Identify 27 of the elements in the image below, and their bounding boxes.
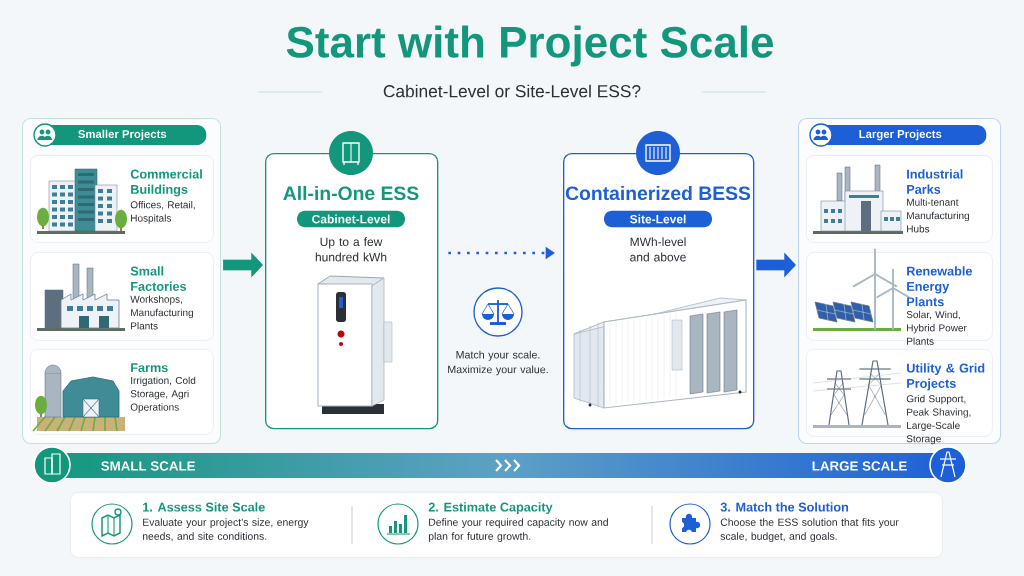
scale-label: LARGE SCALE xyxy=(812,461,907,471)
card-text: MWh-level and above xyxy=(630,237,686,262)
card-title: All-in-One ESS xyxy=(283,185,419,201)
step-title: 3. Match the Solution xyxy=(720,502,849,512)
card-title: Industrial Parks xyxy=(907,169,963,194)
card-title: Renewable Energy Plants xyxy=(907,266,972,307)
slogan: Match your scale. Maximize your value. xyxy=(448,350,548,376)
card-title: Farms xyxy=(131,363,168,373)
card-text: Solar, Wind, Hybrid Power Plants xyxy=(906,310,967,345)
card-text: Offices, Retail, Hospitals xyxy=(130,201,195,224)
card-text: Irrigation, Cold Storage, Agri Operations xyxy=(130,376,196,413)
card-title: Containerized BESS xyxy=(565,185,751,201)
card-text: Multi-tenant Manufacturing Hubs xyxy=(907,198,969,233)
subtitle: Cabinet-Level or Site-Level ESS? xyxy=(383,84,641,98)
step-text: Evaluate your project’s size, energy needs, and site conditions. xyxy=(142,518,309,542)
card-title: Utility & Grid Projects xyxy=(907,363,985,391)
card-title: Small Factories xyxy=(130,266,187,291)
card-title: Commercial Buildings xyxy=(130,169,202,197)
title: Start with Project Scale xyxy=(286,25,773,67)
card-text: Workshops, Manufacturing Plants xyxy=(130,295,193,330)
scale-label: SMALL SCALE xyxy=(101,461,195,471)
step-title: 1. Assess Site Scale xyxy=(143,502,265,512)
card-text: Grid Support, Peak Shaving, Large-Scale Storage xyxy=(906,394,971,445)
step-text: Choose the ESS solution that fits your scale, budget, and goals. xyxy=(720,518,899,542)
step-text: Define your required capacity now and plan for future growth. xyxy=(428,518,608,542)
card-text: Up to a few hundred kWh xyxy=(315,237,387,262)
step-title: 2. Estimate Capacity xyxy=(428,502,553,515)
